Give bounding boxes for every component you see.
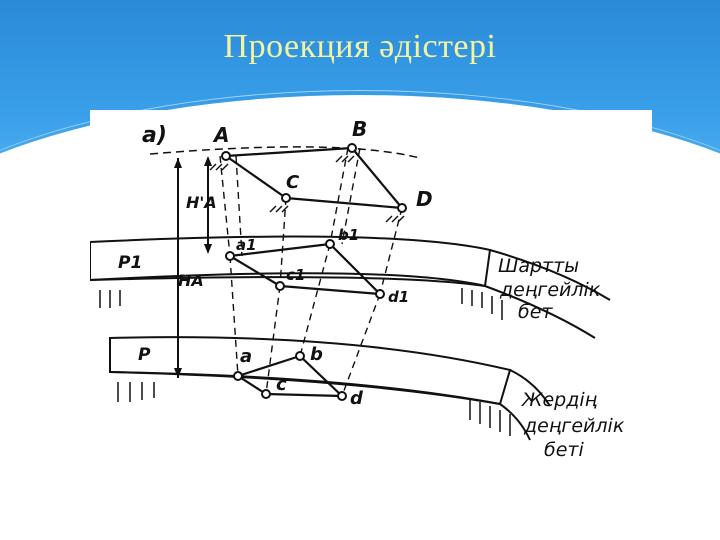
point-label-C: C	[286, 172, 300, 193]
caption-mid-line3: бет	[518, 301, 553, 323]
mid-points	[225, 239, 385, 299]
point-label-D: D	[416, 187, 433, 211]
point-label-b: b	[310, 344, 323, 365]
header-decorative-arc	[0, 90, 720, 210]
caption-mid-line1: Шартты	[498, 255, 579, 277]
point-label-d: d	[350, 388, 364, 409]
point-label-c1: c1	[286, 266, 305, 284]
point-label-a1: a1	[236, 236, 257, 254]
point-label-B: B	[352, 117, 367, 141]
projection-figure: a) A B C D a1 b1 c1 d1 a b c d P1 P H'A …	[90, 110, 652, 470]
mid-band-hatching	[99, 288, 503, 320]
mid-band-edge-right	[489, 249, 611, 301]
point-label-a: a	[240, 346, 252, 367]
projection-diagram: a) A B C D a1 b1 c1 d1 a b c d P1 P H'A …	[90, 117, 625, 461]
top-dashed-arc	[149, 146, 421, 159]
caption-mid-line2: деңгейлік	[499, 279, 601, 301]
ground-hatching	[209, 155, 405, 223]
bottom-points	[233, 351, 347, 401]
caption-bottom-line1: Жердің	[521, 389, 598, 411]
bottom-quadrilateral	[237, 354, 343, 398]
point-label-c: c	[276, 374, 287, 395]
height-label-full: HA	[178, 271, 204, 290]
bottom-band-hatching	[117, 382, 511, 436]
top-points	[221, 143, 407, 213]
mid-band	[90, 235, 492, 288]
caption-bottom-line2: деңгейлік	[523, 415, 625, 437]
caption-bottom-line3: беті	[544, 439, 584, 461]
plane-label-P1: P1	[118, 253, 142, 273]
point-label-b1: b1	[338, 226, 359, 244]
point-label-A: A	[212, 123, 229, 147]
top-quadrilateral	[225, 146, 403, 210]
mid-quadrilateral	[229, 242, 381, 296]
plane-label-P: P	[138, 345, 151, 365]
height-label-top: H'A	[186, 193, 217, 212]
point-label-d1: d1	[388, 288, 409, 306]
part-label: a)	[142, 123, 167, 148]
slide-title: Проекция әдістері	[223, 28, 497, 65]
